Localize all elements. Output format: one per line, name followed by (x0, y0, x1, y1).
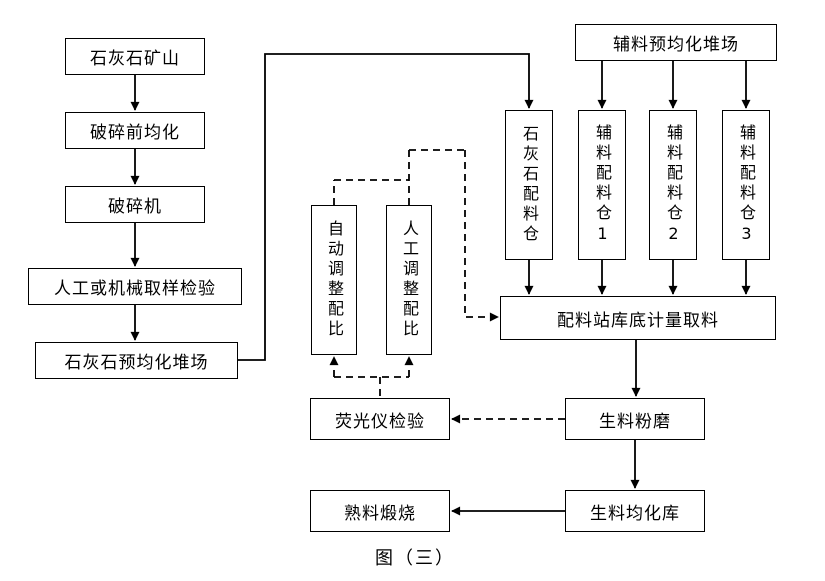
node-limestone-mine: 石灰石矿山 (65, 38, 205, 75)
node-clinker-calcination: 熟料煅烧 (310, 490, 450, 532)
node-sampling-inspection: 人工或机械取样检验 (28, 268, 242, 305)
node-aux-batching-bin-1: 辅料配料仓1 (578, 110, 626, 260)
node-label: 辅料配料仓1 (593, 123, 612, 247)
node-manual-adjust-ratio: 人工调整配比 (386, 205, 432, 355)
node-aux-prehomogenization-yard: 辅料预均化堆场 (575, 24, 777, 61)
arrow-yard-to-limestone-bin (238, 53, 534, 361)
node-label: 熟料煅烧 (344, 503, 416, 524)
node-label: 破碎前均化 (90, 123, 180, 143)
node-auto-adjust-ratio: 自动调整配比 (311, 205, 357, 355)
node-raw-homogenization-silo: 生料均化库 (565, 490, 705, 532)
node-label: 辅料预均化堆场 (613, 35, 739, 55)
node-label: 配料站库底计量取料 (557, 310, 719, 331)
node-fluorescence-inspection: 荧光仪检验 (310, 398, 450, 440)
node-limestone-prehomogenization-yard: 石灰石预均化堆场 (35, 342, 238, 379)
node-label: 破碎机 (108, 197, 162, 217)
node-limestone-batching-bin: 石灰石配料仓 (505, 110, 553, 260)
node-pre-crush-homogenization: 破碎前均化 (65, 112, 205, 149)
node-label: 人工或机械取样检验 (54, 279, 216, 299)
node-raw-grinding: 生料粉磨 (565, 398, 705, 440)
node-label: 石灰石矿山 (90, 49, 180, 69)
dashed-arrow-adjust-to-station (464, 150, 499, 322)
node-label: 生料均化库 (590, 503, 680, 524)
node-aux-batching-bin-2: 辅料配料仓2 (649, 110, 697, 260)
node-aux-batching-bin-3: 辅料配料仓3 (722, 110, 770, 260)
node-label: 荧光仪检验 (335, 411, 425, 432)
node-label: 辅料配料仓2 (664, 123, 683, 247)
node-batching-station: 配料站库底计量取料 (500, 296, 776, 340)
node-label: 石灰石配料仓 (520, 125, 539, 245)
node-label: 生料粉磨 (599, 411, 671, 432)
figure-caption: 图（三） (375, 548, 455, 569)
node-label: 辅料配料仓3 (737, 123, 756, 247)
node-crusher: 破碎机 (65, 186, 205, 223)
node-label: 人工调整配比 (400, 220, 419, 340)
node-label: 自动调整配比 (325, 220, 344, 340)
node-label: 石灰石预均化堆场 (64, 353, 209, 373)
